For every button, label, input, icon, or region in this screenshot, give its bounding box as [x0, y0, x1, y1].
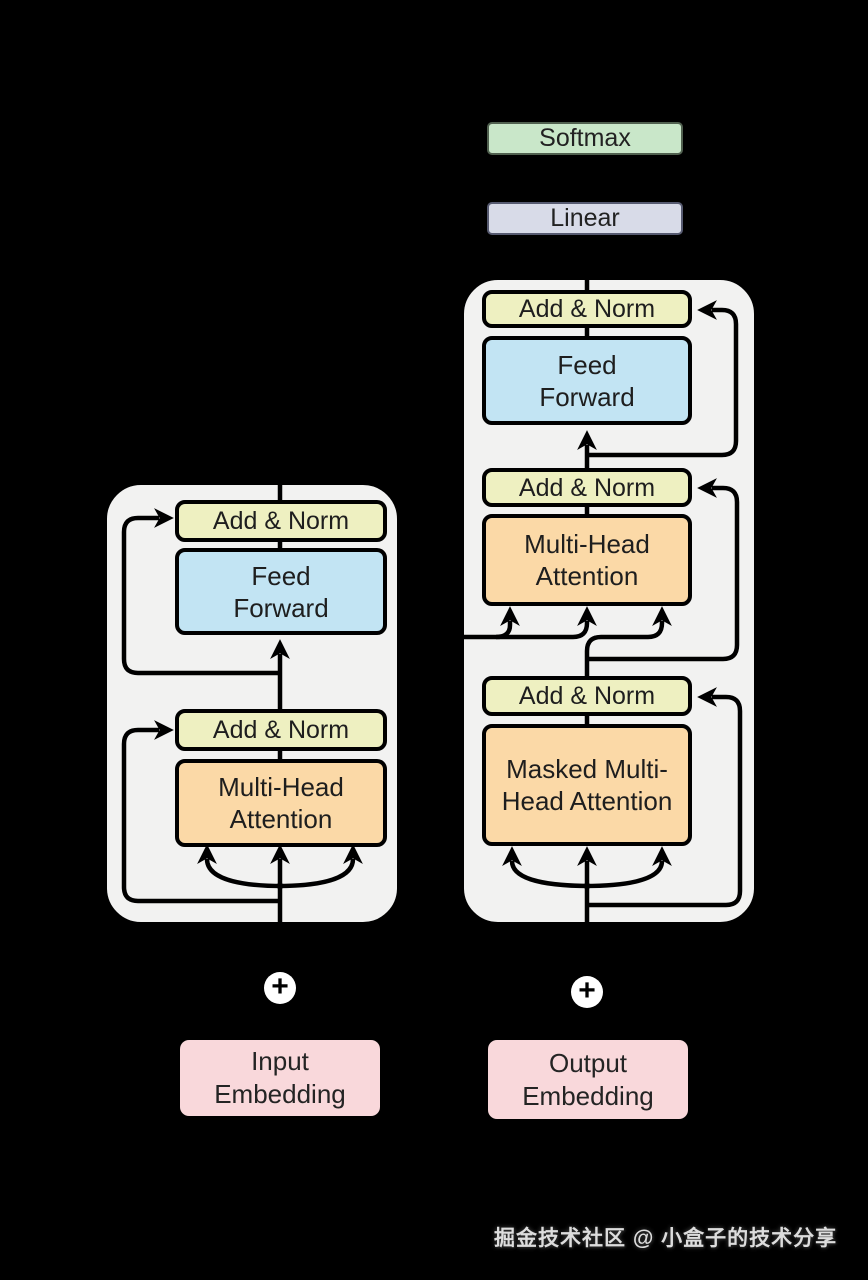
encoder-positional-add-symbol: + — [271, 970, 289, 1003]
softmax-label: Softmax — [539, 124, 631, 152]
decoder-feed-forward-box: Feed Forward — [482, 336, 692, 425]
linear-label: Linear — [550, 204, 620, 232]
decoder-multi-head-attention-box: Multi-Head Attention — [482, 514, 692, 606]
input-embedding-label: Input Embedding — [214, 1046, 346, 1109]
decoder-feed-forward-label: Feed Forward — [539, 349, 635, 412]
decoder-masked-multi-head-attention-label: Masked Multi-Head Attention — [501, 754, 673, 816]
decoder-masked-multi-head-attention-box: Masked Multi-Head Attention — [482, 724, 692, 846]
encoder-add-norm-top-label: Add & Norm — [212, 507, 350, 535]
encoder-positional-add-icon: + — [264, 972, 296, 1004]
decoder-add-norm-middle-label: Add & Norm — [518, 473, 656, 502]
encoder-add-norm-bottom-box: Add & Norm — [175, 709, 387, 751]
decoder-positional-add-icon: + — [571, 976, 603, 1008]
output-embedding-label: Output Embedding — [522, 1047, 654, 1111]
decoder-add-norm-bottom-label: Add & Norm — [518, 682, 656, 710]
encoder-multi-head-attention-label: Multi-Head Attention — [218, 772, 344, 834]
linear-box: Linear — [487, 202, 683, 235]
encoder-multi-head-attention-box: Multi-Head Attention — [175, 759, 387, 847]
decoder-add-norm-middle-box: Add & Norm — [482, 468, 692, 507]
encoder-add-norm-bottom-label: Add & Norm — [212, 716, 350, 744]
encoder-add-norm-top-box: Add & Norm — [175, 500, 387, 542]
encoder-feed-forward-label: Feed Forward — [233, 560, 329, 623]
decoder-positional-add-symbol: + — [578, 974, 596, 1007]
decoder-add-norm-top-label: Add & Norm — [518, 295, 656, 323]
decoder-add-norm-top-box: Add & Norm — [482, 290, 692, 328]
output-embedding-box: Output Embedding — [488, 1040, 688, 1119]
encoder-feed-forward-box: Feed Forward — [175, 548, 387, 635]
decoder-add-norm-bottom-box: Add & Norm — [482, 676, 692, 716]
softmax-box: Softmax — [487, 122, 683, 155]
watermark-text: 掘金技术社区 @ 小盒子的技术分享 — [494, 1227, 838, 1250]
input-embedding-box: Input Embedding — [180, 1040, 380, 1116]
decoder-multi-head-attention-label: Multi-Head Attention — [524, 529, 650, 591]
